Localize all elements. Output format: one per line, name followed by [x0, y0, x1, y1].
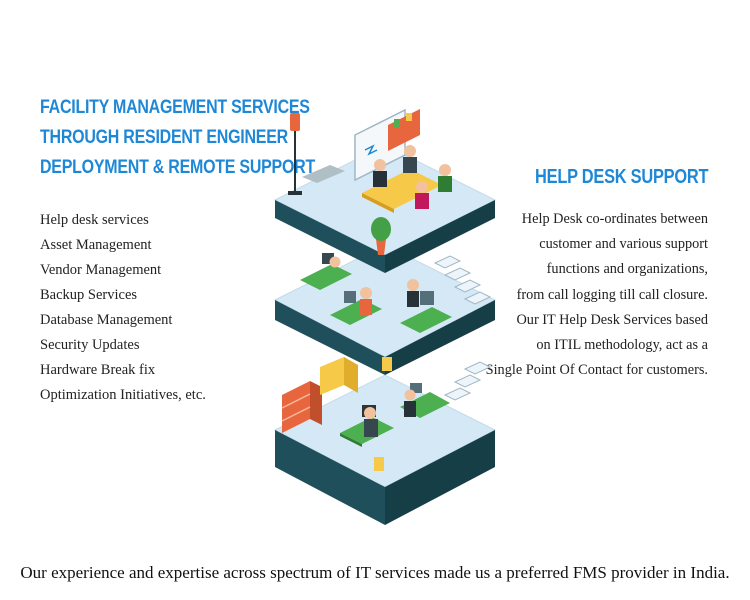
footer-tagline: Our experience and expertise across spec…	[20, 563, 730, 582]
description-line: functions and organizations,	[546, 261, 708, 278]
description-line: Single Point Of Contact for customers.	[485, 362, 708, 379]
description-line: Help Desk co-ordinates between	[521, 211, 708, 227]
isometric-office-illustration	[273, 108, 497, 525]
service-item: Backup Services	[40, 287, 138, 303]
service-item: Optimization Initiatives, etc.	[40, 387, 206, 403]
description-line: on ITIL methodology, act as a	[536, 337, 708, 354]
service-item: Help desk services	[40, 212, 149, 228]
heading-line: Facility Management Services	[40, 96, 310, 118]
floor-middle	[273, 244, 497, 375]
service-item: Security Updates	[40, 337, 140, 353]
description-line: Our IT Help Desk Services based	[516, 311, 708, 328]
heading-line: Through Resident Engineer	[40, 126, 288, 148]
help-desk-description: Help Desk co-ordinates between customer …	[458, 207, 708, 383]
service-item: Vendor Management	[40, 262, 162, 278]
description-line: from call logging till call closure.	[516, 286, 708, 303]
floor-top	[273, 108, 497, 273]
description-line: customer and various support	[539, 236, 708, 253]
floor-ground	[273, 357, 497, 525]
heading-line: Deployment & Remote Support	[40, 156, 315, 178]
facility-management-heading: Facility Management Services Through Res…	[40, 92, 315, 182]
service-item: Hardware Break fix	[40, 362, 156, 378]
services-list: Help desk services Asset Management Vend…	[40, 208, 206, 408]
help-desk-heading: Help Desk Support	[534, 166, 708, 188]
service-item: Asset Management	[40, 237, 152, 253]
service-item: Database Management	[40, 312, 173, 328]
